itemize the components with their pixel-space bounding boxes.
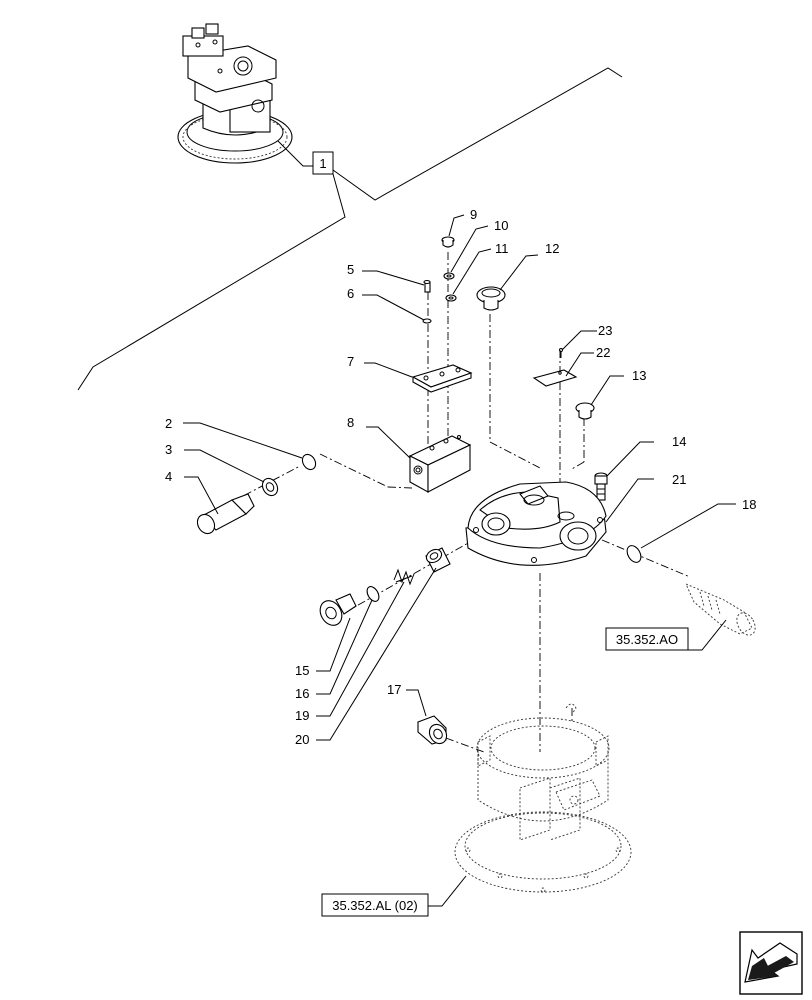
part-12-plug bbox=[476, 286, 506, 311]
callout-2: 2 bbox=[165, 416, 172, 431]
part-18-o-ring bbox=[626, 545, 642, 563]
part-7-plate bbox=[411, 364, 473, 393]
callout-10: 10 bbox=[494, 218, 508, 233]
ref-box-35-352-ao[interactable]: 35.352.AO bbox=[605, 627, 689, 651]
callout-4: 4 bbox=[165, 469, 172, 484]
callout-8: 8 bbox=[347, 415, 354, 430]
part-22-nameplate bbox=[532, 369, 578, 387]
callout-18: 18 bbox=[742, 497, 756, 512]
part-4-relief-valve bbox=[196, 493, 255, 535]
callout-22: 22 bbox=[596, 345, 610, 360]
callout-7: 7 bbox=[347, 354, 354, 369]
part-6-washer bbox=[422, 318, 432, 324]
part-2-o-ring bbox=[301, 453, 317, 471]
part-16-o-ring bbox=[366, 586, 380, 602]
callout-17: 17 bbox=[387, 682, 401, 697]
next-page-arrow-icon[interactable] bbox=[739, 931, 803, 995]
callout-11: 11 bbox=[495, 241, 509, 256]
callout-12: 12 bbox=[545, 241, 559, 256]
part-19-spring bbox=[393, 568, 415, 586]
part-17-plug bbox=[417, 715, 448, 745]
callout-5: 5 bbox=[347, 262, 354, 277]
part-14-bolt bbox=[594, 472, 608, 501]
part-8-valve-block bbox=[408, 435, 472, 493]
callout-15: 15 bbox=[295, 663, 309, 678]
callout-19: 19 bbox=[295, 708, 309, 723]
part-3-washer bbox=[261, 477, 279, 497]
callout-14: 14 bbox=[672, 434, 686, 449]
assembly-callout: 1 bbox=[77, 67, 623, 391]
part-9-plug bbox=[441, 236, 455, 248]
callout-9: 9 bbox=[470, 207, 477, 222]
part-10-washer bbox=[443, 272, 455, 280]
part-15-plug bbox=[319, 593, 357, 626]
assembly-thumbnail bbox=[177, 23, 293, 164]
ref-35-352-ao-label: 35.352.AO bbox=[616, 632, 678, 647]
part-5-screw bbox=[423, 279, 431, 293]
callout-3: 3 bbox=[165, 442, 172, 457]
callout-21: 21 bbox=[672, 472, 686, 487]
callout-labels: 9 10 11 12 5 6 23 22 7 13 8 2 14 3 4 21 … bbox=[165, 207, 756, 747]
ref-35-352-al-label: 35.352.AL (02) bbox=[332, 898, 418, 913]
part-11-o-ring bbox=[445, 294, 457, 302]
assembly-callout-number: 1 bbox=[319, 156, 326, 171]
part-20-sleeve bbox=[425, 547, 451, 573]
part-13-plug bbox=[575, 402, 595, 420]
part-21-valve-cover bbox=[465, 481, 607, 566]
callout-23: 23 bbox=[598, 323, 612, 338]
leader-lines bbox=[183, 214, 736, 907]
callout-20: 20 bbox=[295, 732, 309, 747]
pressure-sensor-ghost bbox=[685, 583, 756, 636]
callout-16: 16 bbox=[295, 686, 309, 701]
ref-box-35-352-al[interactable]: 35.352.AL (02) bbox=[321, 893, 429, 917]
callout-13: 13 bbox=[632, 368, 646, 383]
motor-housing-ghost bbox=[454, 703, 632, 893]
callout-6: 6 bbox=[347, 286, 354, 301]
